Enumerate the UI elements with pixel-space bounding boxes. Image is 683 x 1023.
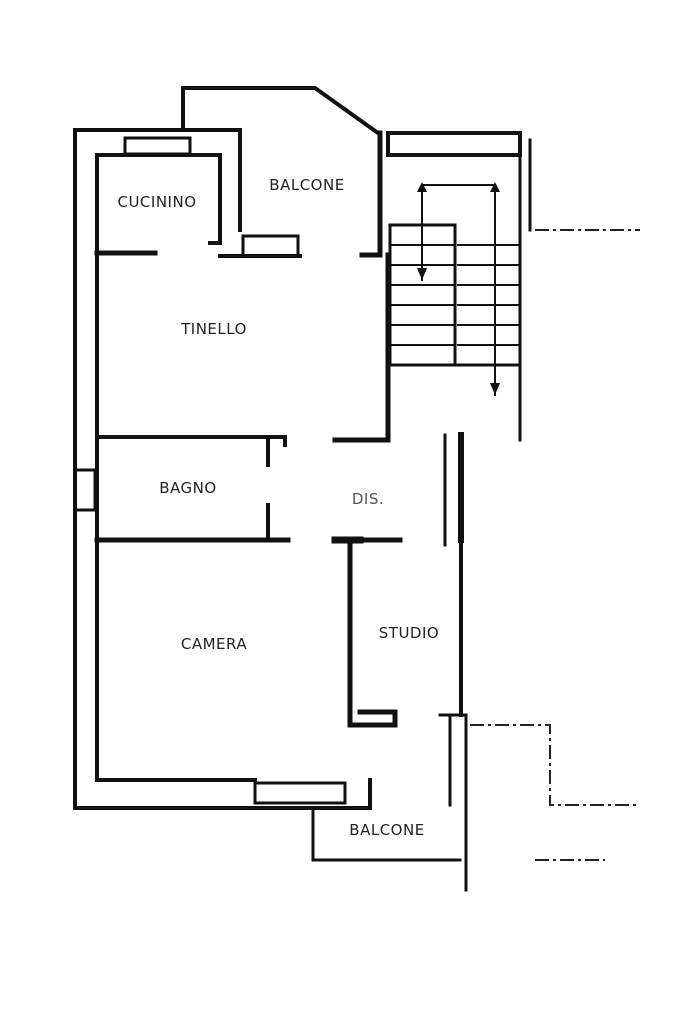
stair-direction-line <box>421 184 496 396</box>
room-labels: CUCININO BALCONE TINELLO BAGNO DIS. STUD… <box>117 176 439 839</box>
outer-wall-left <box>73 128 372 810</box>
right-wall-lower <box>448 713 468 892</box>
exterior-lines <box>470 229 640 861</box>
exterior-line-bottom <box>470 724 640 806</box>
top-wall <box>73 128 242 232</box>
walls <box>73 86 468 892</box>
stairs <box>386 131 532 442</box>
balcone-right-wall <box>359 130 383 258</box>
label-bagno: BAGNO <box>159 479 216 497</box>
stair-arrow-icon <box>417 182 500 395</box>
left-protrusion <box>73 468 97 512</box>
balcone-door <box>241 234 300 258</box>
right-wall-frame <box>438 433 468 717</box>
tinello-right-wall <box>332 252 391 443</box>
label-studio: STUDIO <box>379 624 439 642</box>
label-camera: CAMERA <box>181 635 247 653</box>
tinello-bottom-wall <box>95 435 287 447</box>
studio-left-wall <box>347 542 398 728</box>
inner-wall-left <box>95 153 257 782</box>
balcone-bottom-railing <box>311 806 462 862</box>
label-tinello: TINELLO <box>180 320 247 338</box>
label-dis: DIS. <box>352 490 384 508</box>
camera-window <box>253 781 347 805</box>
stair-right-wall <box>518 131 532 442</box>
label-cucinino: CUCININO <box>117 193 196 211</box>
label-balcone-top: BALCONE <box>269 176 344 194</box>
cucinino-window <box>123 136 192 156</box>
stair-landing <box>386 131 522 157</box>
balcone-top-railing <box>181 86 381 136</box>
label-balcone-bottom: BALCONE <box>349 821 424 839</box>
